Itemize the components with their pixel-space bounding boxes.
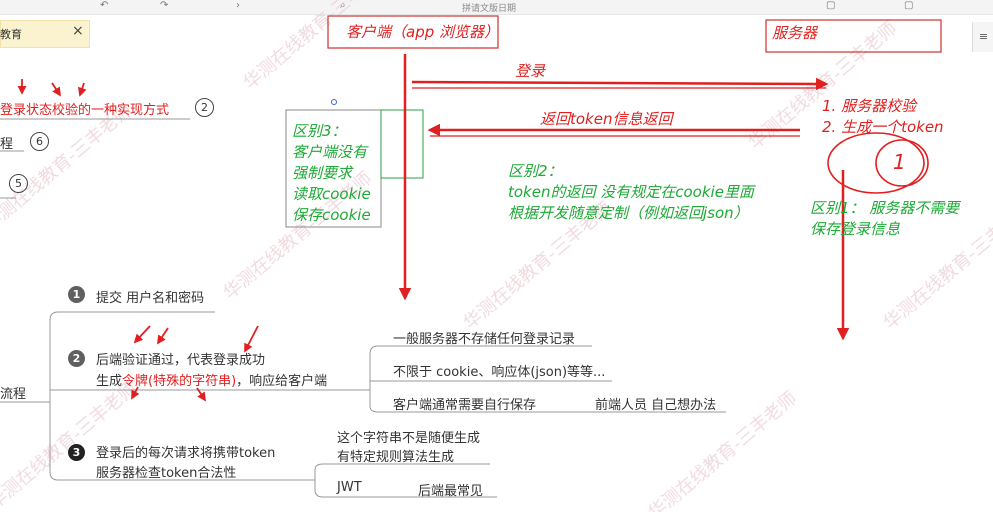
return-token-label: 返回token信息返回 bbox=[540, 110, 673, 128]
diff2-line2: token的返回 没有规定在cookie里面 bbox=[508, 183, 754, 201]
step-3-line2[interactable]: 服务器检查token合法性 bbox=[96, 466, 237, 481]
step-number: 1 bbox=[68, 286, 85, 303]
topic-login-check[interactable]: 登录状态校验的一种实现方式 bbox=[0, 103, 170, 118]
note-not-limited-cookie[interactable]: 不限于 cookie、响应体(json)等等... bbox=[393, 365, 606, 380]
sticky-note[interactable] bbox=[0, 20, 90, 48]
sticky-note-label: 教育 bbox=[0, 28, 22, 41]
close-icon[interactable]: × bbox=[72, 23, 84, 39]
login-arrow-label: 登录 bbox=[515, 62, 546, 80]
note-no-login-record[interactable]: 一般服务器不存储任何登录记录 bbox=[393, 332, 576, 347]
diff3-line2: 客户端没有 bbox=[292, 143, 368, 161]
diff3-line4: 读取cookie bbox=[292, 185, 371, 203]
undo-icon[interactable]: ↶ bbox=[100, 0, 109, 11]
diff2-line1: 区别2： bbox=[508, 162, 563, 180]
redo-icon[interactable]: ↷ bbox=[160, 0, 169, 11]
side-panel-toggle[interactable]: ≡ bbox=[972, 22, 993, 52]
note-frontend[interactable]: 前端人员 自己想办法 bbox=[595, 398, 717, 413]
document-title: 拼请文版日期 bbox=[462, 4, 517, 14]
step-3-line1[interactable]: 登录后的每次请求将携带token bbox=[96, 446, 276, 461]
watermark-text: 华测在线教育-三丰老师 bbox=[240, 0, 396, 94]
topic-badge: 5 bbox=[9, 174, 28, 193]
search-icon[interactable]: ⌕ bbox=[340, 0, 346, 11]
note-client-save[interactable]: 客户端通常需要自行保存 bbox=[393, 398, 537, 413]
server-step-2: 2. 生成一个token bbox=[822, 118, 944, 136]
step-1-text[interactable]: 提交 用户名和密码 bbox=[96, 291, 205, 306]
toolbar bbox=[0, 0, 993, 15]
topic-badge: 2 bbox=[195, 98, 214, 117]
topic-process[interactable]: 程 bbox=[0, 137, 14, 152]
step-2-line2-post: ，响应给客户端 bbox=[236, 374, 328, 389]
diff3-line3: 强制要求 bbox=[292, 164, 353, 182]
step-2-line1[interactable]: 后端验证通过，代表登录成功 bbox=[96, 353, 266, 368]
step-2-line2-pre: 生成 bbox=[96, 374, 123, 389]
note-backend-common[interactable]: 后端最常见 bbox=[418, 484, 484, 499]
note-jwt[interactable]: JWT bbox=[337, 480, 362, 495]
step-2-line2[interactable]: 生成令牌(特殊的字符串)，响应给客户端 bbox=[96, 370, 327, 389]
topic-badge: 6 bbox=[30, 132, 49, 151]
step-number: 3 bbox=[68, 444, 85, 461]
client-label: 客户端（app 浏览器） bbox=[346, 23, 500, 41]
toolbar-button-icon-2[interactable]: ▢ bbox=[904, 0, 914, 11]
step-number: 2 bbox=[68, 350, 85, 367]
forward-icon[interactable]: › bbox=[236, 0, 240, 11]
token-highlight: 令牌(特殊的字符串) bbox=[122, 374, 237, 389]
diff3-line1: 区别3： bbox=[292, 122, 347, 140]
circled-number: 1 bbox=[893, 150, 906, 174]
toolbar-button-icon[interactable]: ▢ bbox=[826, 0, 836, 11]
watermark-text: 华测在线教育-三丰老师 bbox=[0, 100, 136, 236]
server-step-1: 1. 服务器校验 bbox=[822, 97, 917, 115]
note-algorithm[interactable]: 有特定规则算法生成 bbox=[337, 450, 455, 465]
diff1-line1: 区别1： 服务器不需要 bbox=[810, 199, 960, 217]
topic-flow[interactable]: 流程 bbox=[0, 387, 27, 402]
diff3-line5: 保存cookie bbox=[292, 206, 371, 224]
diff2-line3: 根据开发随意定制（例如返回json） bbox=[508, 204, 749, 222]
diff1-line2: 保存登录信息 bbox=[810, 220, 901, 238]
note-string-not-random[interactable]: 这个字符串不是随便生成 bbox=[337, 431, 481, 446]
server-label: 服务器 bbox=[772, 24, 818, 42]
